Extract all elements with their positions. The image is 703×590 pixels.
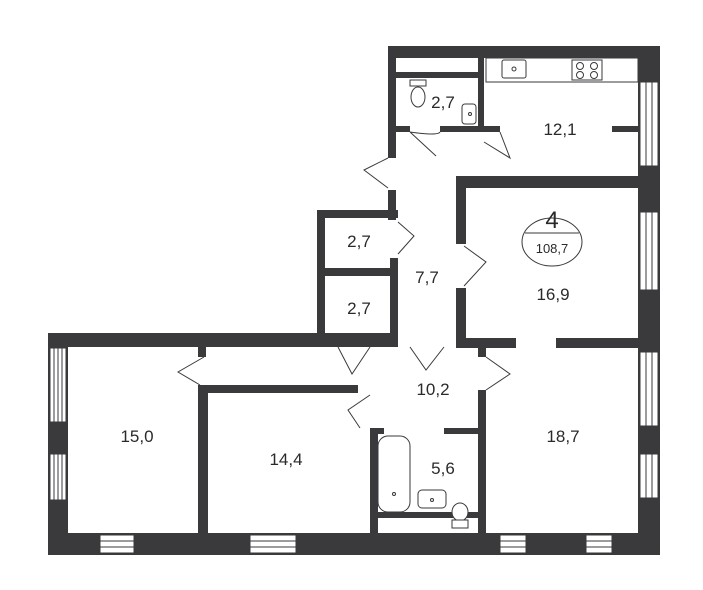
room-area-kitchen: 12,1: [543, 120, 576, 139]
windows: [49, 81, 659, 554]
door-bedroom-18: [485, 356, 511, 391]
bathroom-toilet-icon: [451, 502, 469, 522]
room-area-storage-2: 2,7: [347, 299, 371, 318]
door-wc-upper: [409, 131, 441, 157]
door-bedroom-16: [463, 245, 487, 287]
rooms-count: 4: [545, 207, 558, 234]
room-area-hall: 10,2: [416, 380, 449, 399]
window-right-1: [639, 81, 659, 167]
fixtures: [377, 57, 639, 529]
room-area-bedroom-middle: 14,4: [269, 450, 302, 469]
bathtub-icon: [377, 435, 411, 513]
door-bedroom-middle: [347, 394, 371, 429]
total-area: 108,7: [536, 241, 569, 256]
door-bedroom-left: [177, 356, 205, 386]
doors: [177, 131, 511, 429]
window-bottom-2: [249, 534, 297, 554]
window-right-2: [639, 211, 659, 291]
door-storage-2: [337, 346, 371, 375]
walls: [48, 46, 660, 555]
room-area-corridor: 7,7: [415, 268, 439, 287]
stove-icon: [571, 59, 603, 81]
room-area-wc-upper: 2,7: [431, 93, 455, 112]
door-corridor-left: [363, 157, 389, 189]
room-area-bedroom-right-lower: 18,7: [546, 427, 579, 446]
door-kitchen: [483, 131, 511, 160]
window-bottom-1: [99, 534, 135, 554]
room-area-bedroom-left: 15,0: [120, 427, 153, 446]
toilet-icon: [410, 86, 426, 108]
window-right-4: [639, 453, 659, 499]
room-area-storage-1: 2,7: [347, 232, 371, 251]
door-storage-1: [397, 221, 415, 255]
window-bottom-3: [499, 534, 527, 554]
apartment-badge: [521, 217, 583, 267]
room-area-bathroom: 5,6: [431, 459, 455, 478]
window-right-3: [639, 351, 659, 427]
door-hall-lower: [409, 346, 445, 371]
labels: 2,7 12,1 2,7 7,7 2,7 16,9 10,2 15,0 14,4…: [120, 93, 583, 478]
room-area-bedroom-right-upper: 16,9: [536, 285, 569, 304]
window-bottom-4: [585, 534, 613, 554]
